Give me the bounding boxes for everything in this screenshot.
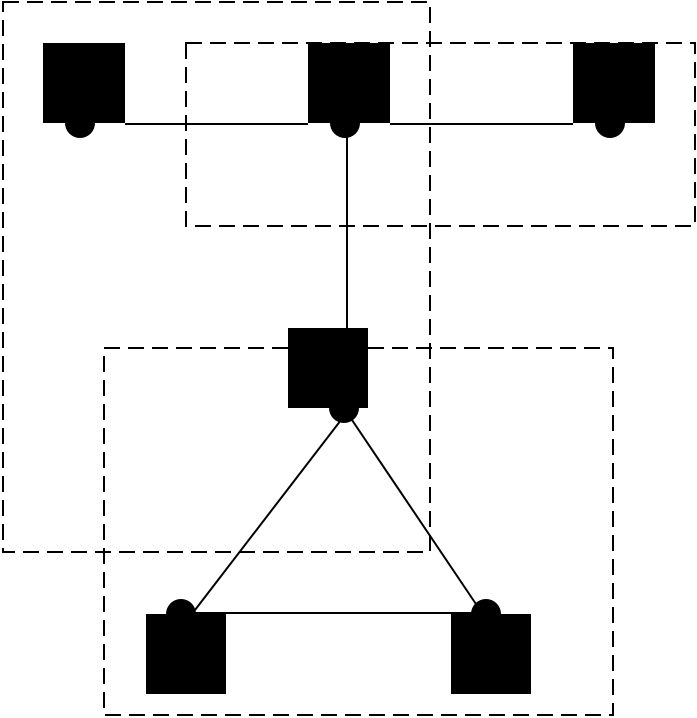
connector-port-icon (595, 123, 625, 138)
device-box-icon (43, 43, 125, 123)
node-top-center (308, 43, 390, 138)
node-middle (288, 328, 368, 423)
connector-port-icon (166, 599, 196, 614)
device-box-icon (288, 328, 368, 408)
node-bottom-right (451, 599, 531, 694)
device-box-icon (573, 43, 655, 123)
connection-lines (125, 123, 573, 614)
device-nodes (43, 43, 655, 694)
connector-port-icon (330, 123, 360, 138)
connector-port-icon (329, 408, 359, 423)
device-box-icon (146, 614, 226, 694)
node-top-left (43, 43, 125, 138)
device-box-icon (308, 43, 390, 123)
connector-port-icon (471, 599, 501, 614)
group-box-g1 (2, 1, 431, 553)
node-top-right (573, 43, 655, 138)
connector-port-icon (65, 123, 95, 138)
edge-n4-n5 (194, 419, 342, 611)
edge-n4-n6 (351, 419, 481, 611)
node-bottom-left (146, 599, 226, 694)
group-box-g2 (185, 42, 696, 227)
device-box-icon (451, 614, 531, 694)
